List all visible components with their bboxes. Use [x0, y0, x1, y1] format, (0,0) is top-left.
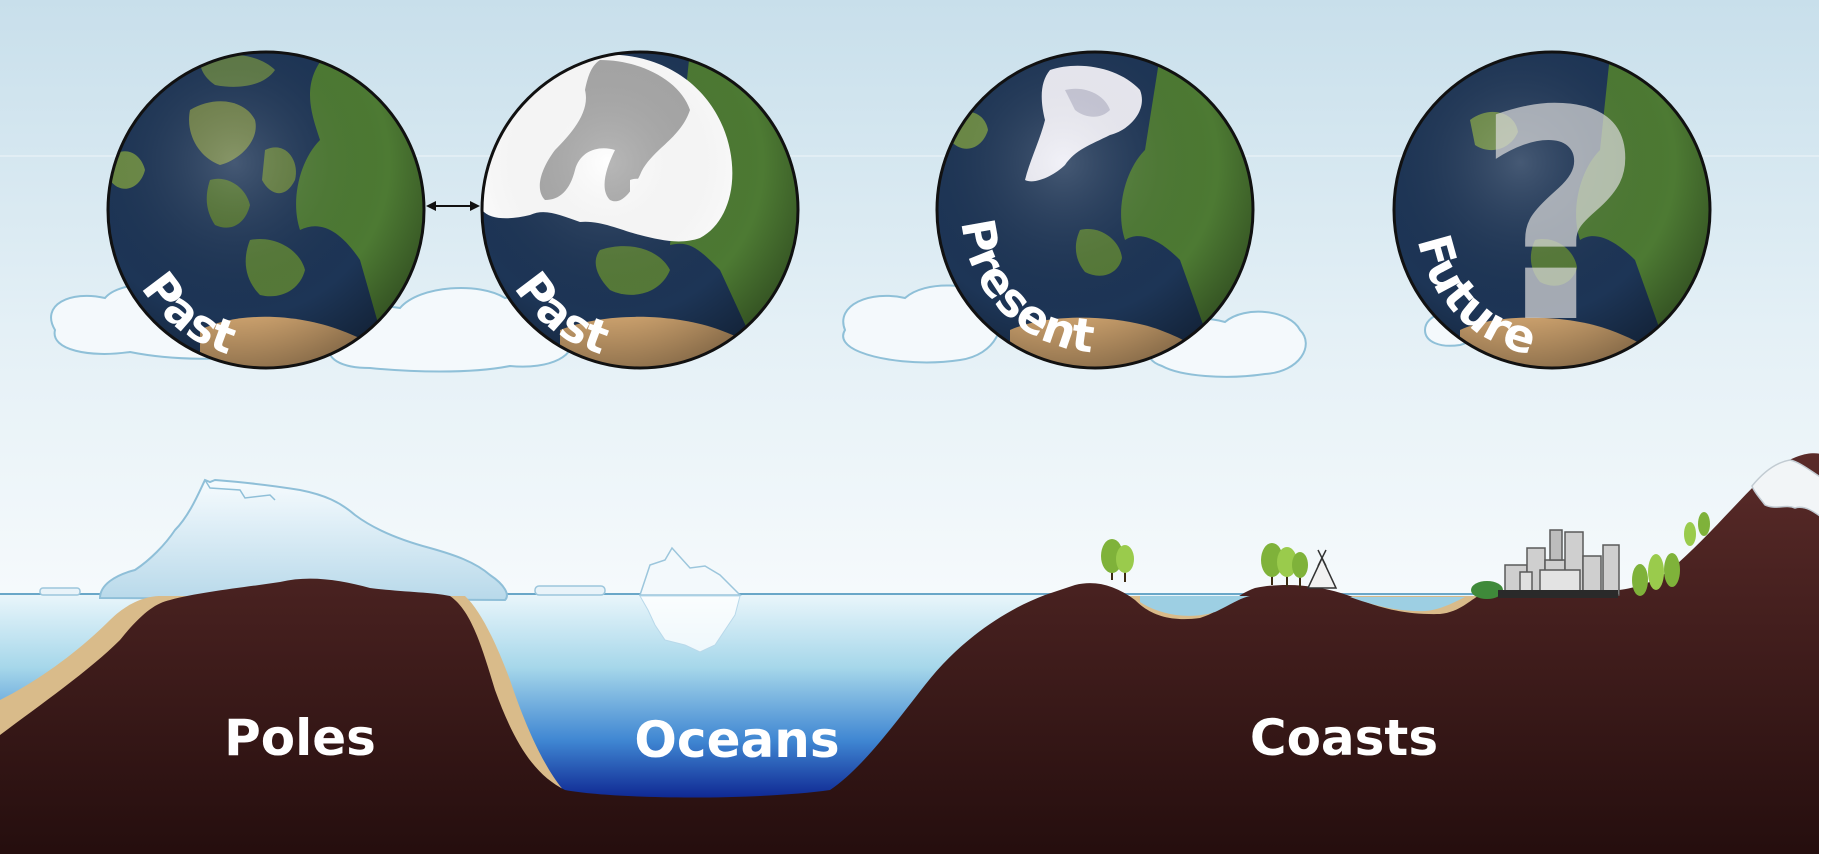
green-hill [1471, 581, 1503, 599]
polar-ice-shelf [98, 478, 508, 602]
globe-future: ? Future [1392, 50, 1712, 387]
globe-present: Present [935, 50, 1255, 370]
tree-icon [1261, 543, 1308, 588]
globe-past-2: Past [480, 50, 800, 370]
iceberg-icon [638, 546, 742, 653]
tree-icon [1632, 512, 1710, 596]
region-label-oceans: Oceans [634, 711, 839, 769]
region-label-poles: Poles [224, 709, 376, 767]
tent-icon [1306, 549, 1338, 589]
land-cross-section [0, 453, 1825, 854]
region-label-coasts: Coasts [1250, 709, 1438, 767]
tree-icon [1101, 539, 1134, 582]
mountain-icon [1751, 459, 1825, 521]
double-arrow-icon [426, 201, 480, 211]
city-icon [1498, 529, 1620, 598]
globe-past-1: Past [106, 50, 426, 370]
question-mark-icon: ? [1476, 50, 1644, 387]
